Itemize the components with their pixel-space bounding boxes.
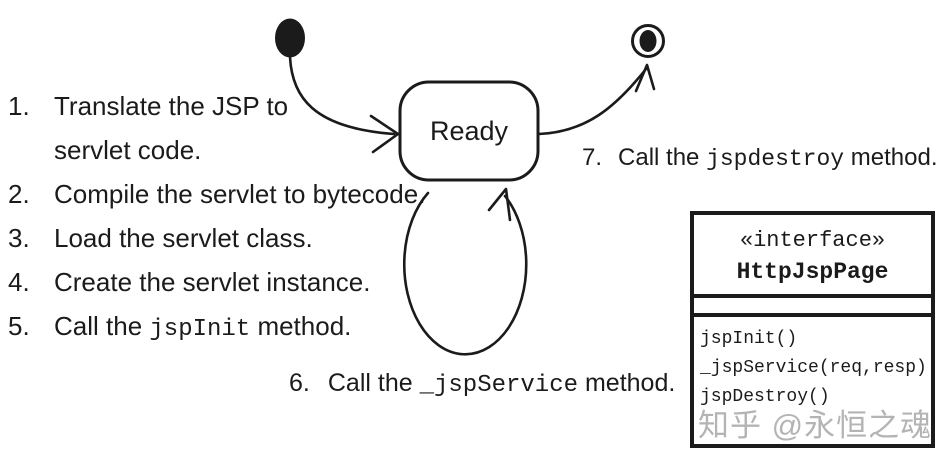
lifecycle-step-1: 1. Translate the JSP to servlet code. [8, 84, 478, 172]
ready-state-shape [398, 80, 540, 182]
method-name-code: jspInit [149, 316, 251, 343]
step-text-after: method. [250, 311, 352, 341]
step-text-after: method. [844, 144, 938, 171]
watermark-text: 知乎 @永恒之魂 [698, 408, 933, 443]
step-number: 6. [289, 369, 310, 397]
step-number: 1. [8, 91, 30, 121]
arrowhead-into-ready [369, 114, 400, 154]
step-text-before: Call the [327, 369, 420, 397]
lifecycle-step-2: 2. Compile the servlet to bytecode. [8, 172, 478, 216]
step-text: Call the jspInit method. [54, 304, 351, 352]
interface-class-box: «interface» HttpJspPage jspInit() _jspSe… [690, 211, 935, 448]
interface-method: jspInit() [700, 329, 798, 349]
final-state-dot-icon [639, 30, 657, 52]
step-number: 3. [8, 223, 30, 253]
interface-name: HttpJspPage [736, 259, 889, 285]
self-transition-loop [402, 191, 528, 356]
lifecycle-steps-list: 1. Translate the JSP to servlet code. 2.… [8, 84, 478, 352]
step-text-before: Call the [618, 144, 707, 171]
lifecycle-step-7: 7. Call the jspdestroy method. [582, 144, 937, 172]
initial-state-icon [275, 18, 305, 58]
transition-initial-to-ready [288, 55, 396, 136]
ready-state-label: Ready [429, 115, 509, 146]
method-name-code: _jspService [419, 372, 579, 399]
lifecycle-step-5: 5. Call the jspInit method. [8, 304, 478, 352]
method-name-code: jspdestroy [706, 146, 845, 172]
lifecycle-step-4: 4. Create the servlet instance. [8, 260, 478, 304]
step-number: 5. [8, 311, 30, 341]
step-number: 4. [8, 267, 30, 297]
lifecycle-step-6: 6. Call the _jspService method. [289, 369, 675, 399]
step-text: Translate the JSP to servlet code. [54, 84, 288, 172]
step-number: 2. [8, 179, 30, 209]
interface-methods-compartment: jspInit() _jspService(req,resp) jspDestr… [694, 317, 931, 420]
interface-header-compartment: «interface» HttpJspPage [694, 215, 931, 298]
step-text-after: method. [578, 369, 676, 397]
step-text: Compile the servlet to bytecode. [54, 179, 426, 209]
interface-method: _jspService(req,resp) [700, 358, 927, 378]
interface-attributes-compartment [694, 298, 931, 317]
arrowhead-self-loop [487, 187, 512, 222]
lifecycle-step-3: 3. Load the servlet class. [8, 216, 478, 260]
interface-stereotype: «interface» [739, 228, 886, 253]
arrowhead-into-final [634, 63, 656, 93]
transition-ready-to-final [537, 67, 648, 136]
step-text-before: Call the [54, 311, 150, 341]
step-number: 7. [582, 144, 603, 171]
interface-method: jspDestroy() [700, 387, 830, 407]
step-line: servlet code. [54, 135, 202, 165]
step-text: Load the servlet class. [54, 223, 313, 253]
step-text: Create the servlet instance. [54, 267, 371, 297]
step-line: Translate the JSP to [54, 91, 289, 121]
